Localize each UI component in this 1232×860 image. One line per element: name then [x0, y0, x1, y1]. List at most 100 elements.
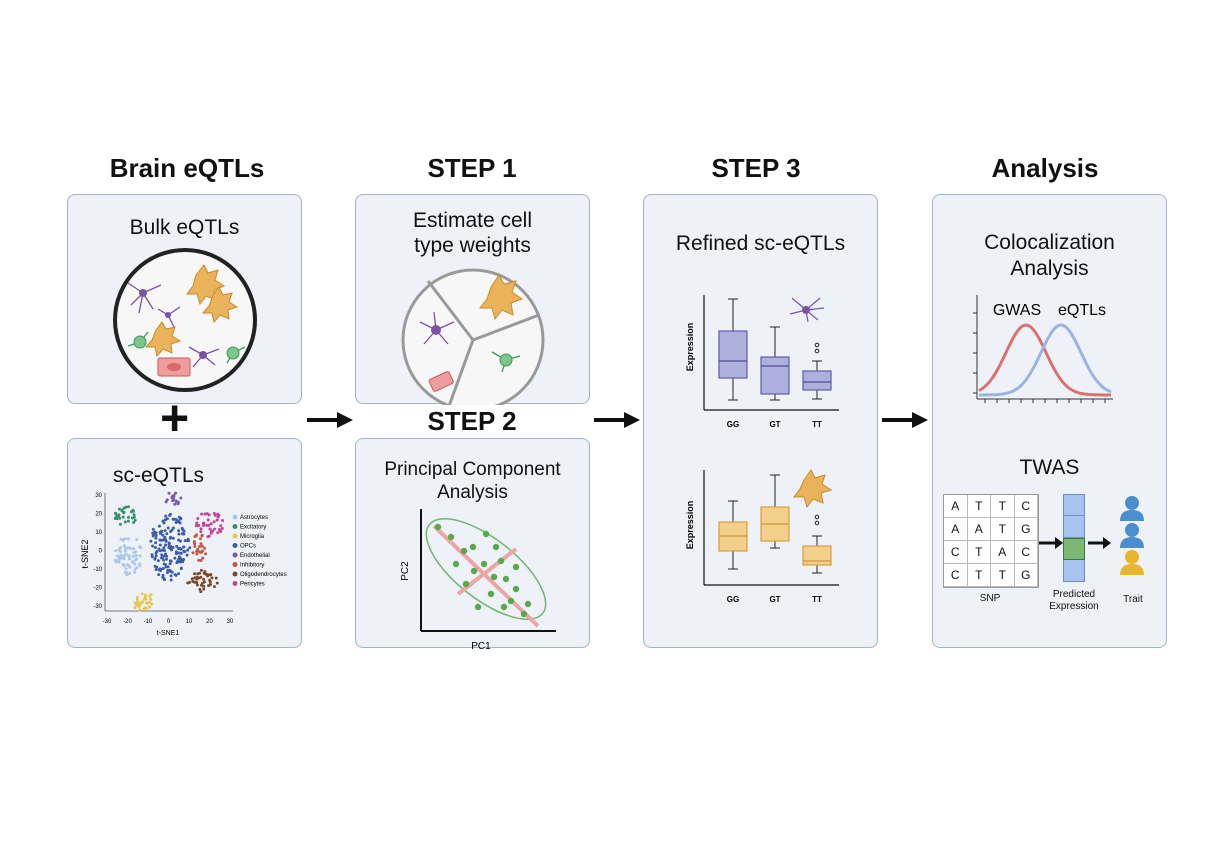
gwas-curve	[978, 323, 1111, 397]
tsne-point	[209, 522, 213, 526]
analysis-panel: Colocalization Analysis GWAS eQTLs TWAS …	[932, 194, 1167, 648]
tsne-xtick: 10	[186, 619, 193, 625]
tsne-point	[200, 534, 204, 538]
boxplots: Expression GG GT TT Expression GG GT TT	[685, 295, 839, 604]
tsne-point	[202, 577, 206, 581]
geno-gt-top: GT	[769, 420, 780, 429]
tsne-point	[123, 520, 127, 524]
snp-cell: G	[1014, 564, 1038, 587]
pca-point	[460, 547, 468, 555]
legend-label: Inhibitory	[240, 563, 264, 569]
trait-people	[1120, 496, 1144, 575]
tsne-point	[197, 558, 201, 562]
arrow-to-step3	[594, 412, 640, 428]
step2-title-line2: Analysis	[437, 482, 508, 503]
legend-swatch	[232, 543, 238, 548]
tsne-point	[207, 534, 211, 538]
tsne-point	[174, 573, 178, 577]
pca-point	[492, 543, 500, 551]
neuron-cell-icon	[419, 311, 455, 345]
tsne-point	[151, 534, 155, 538]
tsne-point	[113, 516, 117, 520]
tsne-point	[210, 576, 214, 580]
tsne-ytick: -20	[93, 586, 102, 592]
tsne-point	[202, 524, 206, 528]
tsne-point	[134, 558, 138, 562]
tsne-point	[127, 546, 131, 550]
tsne-point	[118, 550, 122, 554]
tsne-point	[154, 554, 158, 558]
tsne-point	[212, 520, 216, 524]
tsne-point	[113, 558, 117, 562]
tsne-point	[177, 520, 181, 524]
person-icon	[1120, 496, 1144, 521]
tsne-point	[213, 527, 217, 531]
tsne-point	[176, 547, 180, 551]
tsne-point	[135, 566, 139, 570]
tsne-point	[199, 575, 203, 579]
tsne-point	[191, 551, 195, 555]
tsne-point	[199, 568, 203, 572]
tsne-point	[196, 517, 200, 521]
person-icon	[1120, 550, 1144, 575]
tsne-point	[195, 521, 199, 525]
geno-gg-bottom: GG	[727, 595, 739, 604]
person-icon	[1120, 523, 1144, 548]
tsne-point	[163, 535, 167, 539]
boxplot-top: Expression GG GT TT	[685, 295, 839, 429]
tsne-point	[132, 513, 136, 517]
tsne-point	[149, 593, 153, 597]
tsne-point	[208, 580, 212, 584]
tsne-point	[220, 526, 224, 530]
endothelial-cell-icon	[428, 371, 454, 392]
pca-point	[497, 557, 505, 565]
tsne-point	[169, 535, 173, 539]
tsne-point	[195, 552, 199, 556]
tsne-point	[205, 523, 209, 527]
tsne-point	[132, 521, 136, 525]
tsne-point	[113, 511, 117, 515]
tsne-point	[135, 598, 139, 602]
heading-step1: STEP 1	[427, 153, 517, 183]
tsne-point	[153, 564, 157, 568]
pca-point	[462, 580, 470, 588]
tsne-point	[177, 572, 181, 576]
coloc-title-line2: Analysis	[1010, 257, 1089, 280]
tsne-point	[201, 556, 205, 560]
tsne-point	[123, 537, 127, 541]
tsne-point	[157, 524, 161, 528]
tsne-point	[118, 516, 122, 520]
tsne-point	[167, 491, 171, 495]
pca-point	[502, 575, 510, 583]
tsne-xtick: -20	[123, 619, 132, 625]
legend-label: Endothelial	[240, 553, 270, 559]
box	[802, 370, 832, 391]
tsne-point	[180, 532, 184, 536]
tsne-point	[195, 581, 199, 585]
snp-cell: C	[944, 564, 968, 587]
legend-swatch	[232, 562, 238, 567]
pca-point	[447, 533, 455, 541]
tsne-point	[169, 578, 173, 582]
tsne-point	[169, 529, 173, 533]
tsne-point	[173, 502, 177, 506]
tsne-point	[161, 533, 165, 537]
tsne-point	[198, 545, 202, 549]
tsne-point	[126, 505, 130, 509]
tsne-point	[126, 519, 130, 523]
tsne-point	[214, 576, 218, 580]
tsne-point	[164, 543, 168, 547]
tsne-point	[198, 537, 202, 541]
coloc-plot: GWAS eQTLs	[973, 295, 1113, 403]
tsne-point	[167, 541, 171, 545]
tsne-point	[134, 554, 138, 558]
tsne-point	[174, 521, 178, 525]
tsne-point	[171, 497, 175, 501]
tsne-point	[188, 546, 192, 550]
tsne-point	[122, 564, 126, 568]
tsne-point	[182, 557, 186, 561]
geno-gt-bottom: GT	[769, 595, 780, 604]
